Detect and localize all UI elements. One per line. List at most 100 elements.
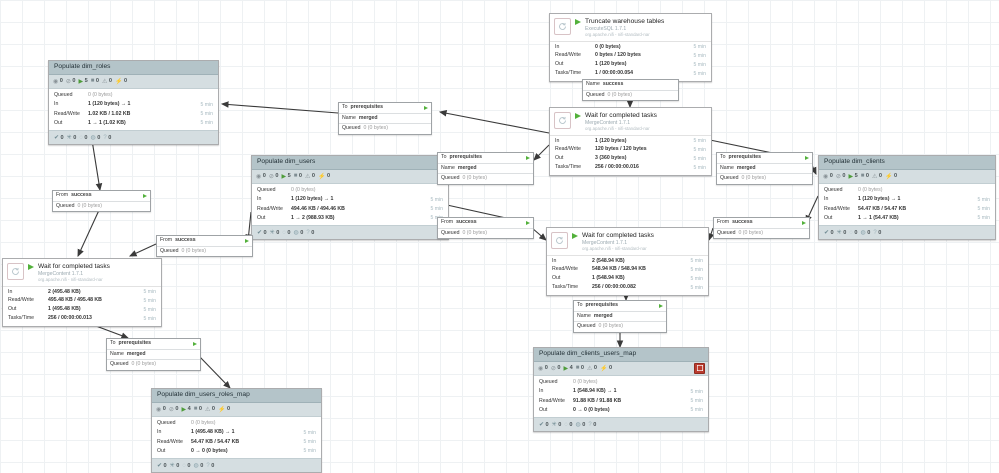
processor-bundle: org.apache.nifi - nifi-standard-nar [38,277,103,283]
count-value: 0 [593,421,597,428]
local-input-ports-icon: ◌ [79,134,83,141]
connection-key: Queued [717,229,736,236]
count-value: 0 [73,134,77,141]
stat-label: Out [8,306,17,313]
transmitting-icon: ◉ [538,365,544,372]
connection-value: prerequisites [118,340,152,346]
process-group-pg-dim-users-roles-map[interactable]: Populate dim_users_roles_map◉0⊘0▶4■0⚠0⚡0… [151,388,322,473]
running-icon: ▶ [78,78,84,85]
stat-timeframe: 5 min [693,164,706,171]
connection-key: To [342,104,348,110]
connection-key: Name [441,164,455,171]
count-local-input-ports-icon: ◌0 [282,230,290,236]
run-status-icon[interactable] [575,19,581,25]
connection-value: 0 (0 bytes) [462,229,487,236]
process-group-footer-counts: ✔0✳0◌0◍0?0 [152,458,321,473]
active-threads-icon: ✳ [269,230,275,237]
stat-value: 1 (120 bytes) → 1 [291,196,334,203]
stat-value: 256 / 00:00:00.082 [592,284,636,291]
connection-run-icon[interactable] [526,155,530,160]
run-status-icon[interactable] [28,264,34,270]
stat-value: 0 (0 bytes) [858,187,883,194]
count-value: 0 [263,229,267,236]
connection-key: Queued [56,202,75,209]
connection-run-icon[interactable] [245,238,249,243]
stat-value: 1 → 1 (54.47 KB) [858,214,899,221]
count-value: 0 [878,173,883,180]
stat-label: Queued [54,92,73,99]
count-stopped-icon: ■0 [91,78,99,84]
bulletin-indicator-icon[interactable] [694,362,705,374]
stat-label: Out [257,214,266,221]
count-public-ports-icon: ?0 [103,135,111,141]
stat-timeframe: 5 min [693,52,706,59]
connection-run-icon[interactable] [805,155,809,160]
connection-value: 0 (0 bytes) [738,229,763,236]
run-status-icon[interactable] [572,233,578,239]
connection-key: Queued [441,229,460,236]
connection-run-icon[interactable] [526,220,530,225]
connection-run-icon[interactable] [802,220,806,225]
stat-value: 0 (0 bytes) [595,43,621,50]
stat-value: 0 bytes / 120 bytes [595,52,641,59]
count-local-output-ports-icon: ◍0 [91,134,101,142]
connection-run-icon[interactable] [659,303,663,308]
count-value: 0 [327,173,331,180]
process-group-pg-dim-clients-users-map[interactable]: Populate dim_clients_users_map◉0⊘0▶4■0⚠0… [533,347,709,433]
stat-value: 54.47 KB / 54.47 KB [858,205,907,212]
connection-run-icon[interactable] [143,193,147,198]
connection-value: success [456,219,477,225]
stat-timeframe: 5 min [693,61,706,68]
stat-value: 1 (495.48 KB) [48,306,81,313]
connection-run-icon[interactable] [193,341,197,346]
count-value: 0 [300,229,304,236]
count-local-input-ports-icon: ◌0 [182,463,190,469]
stat-timeframe: 5 min [143,288,156,295]
stat-value: 548.94 KB / 548.94 KB [592,266,646,273]
queued-check-icon: ✔ [824,230,830,237]
process-group-footer-counts: ✔0✳0◌0◍0?0 [49,130,218,145]
connection-run-icon[interactable] [424,105,428,110]
stat-value: 2 (548.94 KB) [592,257,625,264]
connection-key: From [717,219,730,225]
count-value: 4 [569,365,573,372]
count-not-transmitting-icon: ⊘0 [836,173,846,180]
active-threads-icon: ✳ [836,230,842,237]
count-disabled-icon: ⚡0 [600,365,612,372]
run-status-icon[interactable] [575,113,581,119]
stat-value: 1 (120 bytes) → 1 [88,101,131,108]
stat-timeframe: 5 min [143,315,156,322]
count-value: 0 [854,229,858,236]
count-value: 0 [95,78,100,85]
count-stopped-icon: ■0 [294,173,302,179]
